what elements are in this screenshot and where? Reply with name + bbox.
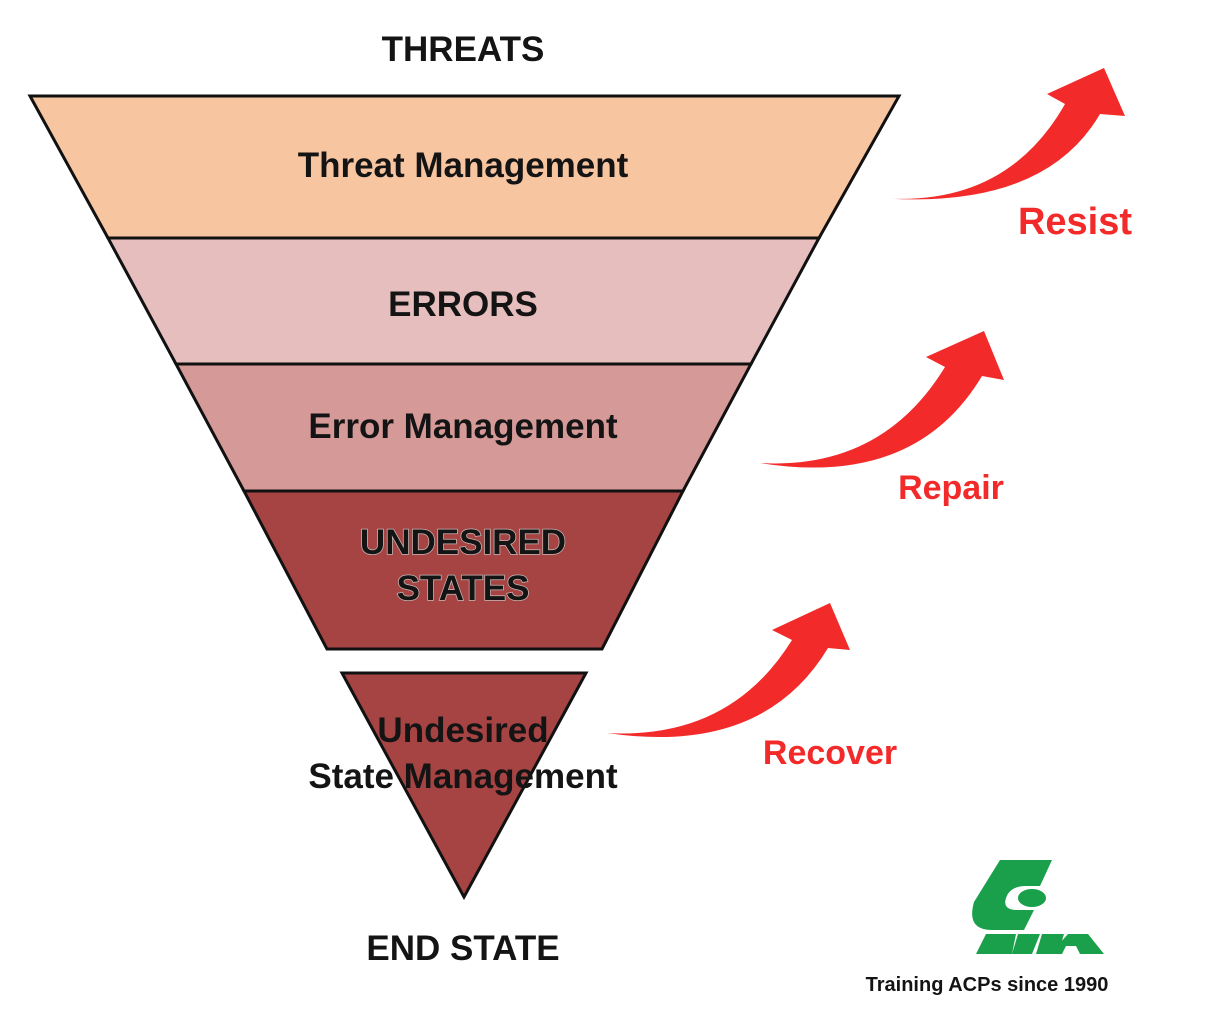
error-management-label: Error Management	[308, 407, 618, 446]
undesired-states-label-line1: UNDESIRED	[360, 523, 566, 562]
recover-arrow-icon	[607, 603, 850, 738]
repair-label: Repair	[898, 469, 1004, 507]
errors-label: ERRORS	[388, 285, 538, 324]
undesired-state-management-triangle	[339, 671, 589, 901]
undesired-state-management-label-line2: State Management	[308, 757, 618, 796]
undesired-state-management-label-line1: Undesired	[377, 711, 548, 750]
undesired-states-band	[241, 489, 686, 651]
company-logo-icon	[972, 860, 1104, 954]
end-state-label: END STATE	[366, 929, 559, 968]
threat-management-label: Threat Management	[298, 146, 629, 185]
recover-label: Recover	[763, 734, 897, 772]
repair-arrow-icon	[760, 331, 1004, 468]
resist-arrow-icon	[880, 68, 1125, 200]
threats-label: THREATS	[382, 30, 545, 69]
undesired-states-label-line2: STATES	[397, 569, 530, 608]
logo-tagline: Training ACPs since 1990	[866, 974, 1109, 996]
resist-label: Resist	[1018, 201, 1132, 243]
